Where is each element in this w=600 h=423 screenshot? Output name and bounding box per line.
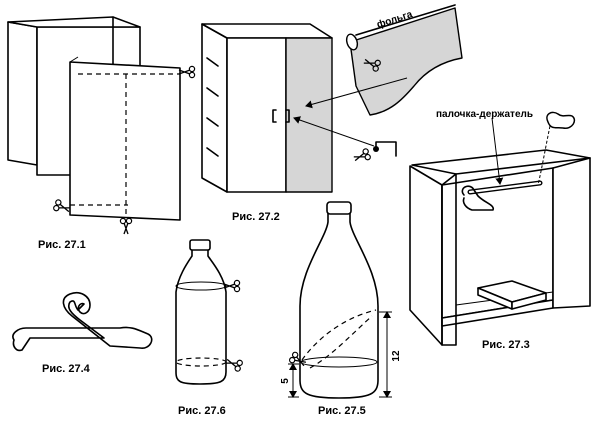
figure-27-3: палочка-держатель Рис. 27.3 (409, 109, 591, 351)
wardrobe-right-door (552, 157, 591, 309)
panel-side-face (201, 23, 228, 193)
figure-27-6: Рис. 27.6 (175, 239, 244, 417)
figure-27-5: 12 5 Рис. 27.5 (280, 201, 402, 417)
box-back-top-face (7, 16, 141, 28)
arrow-to-rod (491, 117, 504, 185)
svg-text:5: 5 (280, 378, 291, 384)
arrow-clip-to-bracket (293, 116, 375, 147)
scissors-icon (351, 147, 372, 165)
bracket-right (285, 109, 290, 123)
wardrobe-left-door (409, 165, 443, 346)
svg-text:12: 12 (391, 350, 402, 362)
stopper-icon (546, 111, 576, 129)
foil-lined-area (285, 37, 333, 193)
caption-27-6: Рис. 27.6 (178, 405, 226, 417)
scissors-icon (223, 355, 244, 373)
side-marks (206, 57, 219, 157)
scissors-icon (178, 65, 196, 79)
rod-label: палочка-держатель (436, 109, 533, 120)
figure-27-4: Рис. 27.4 (12, 291, 153, 375)
scissors-icon (119, 217, 133, 235)
dimension-5: 5 (280, 363, 299, 398)
bottle-small (175, 242, 227, 385)
caption-27-5: Рис. 27.5 (318, 405, 366, 417)
hanger-shape (12, 291, 153, 352)
foil-roll: фольга (345, 4, 463, 116)
box-back-side-face (7, 21, 38, 166)
bracket-left (272, 109, 277, 123)
figure-27-2: фольга Рис. 27.2 (201, 4, 463, 223)
bottle-large (299, 209, 379, 399)
caption-27-1: Рис. 27.1 (38, 239, 86, 251)
caption-27-2: Рис. 27.2 (232, 211, 280, 223)
dimension-12: 12 (379, 311, 402, 398)
figure-27-1: Рис. 27.1 (7, 16, 196, 251)
caption-27-4: Рис. 27.4 (42, 363, 91, 375)
caption-27-3: Рис. 27.3 (482, 339, 530, 351)
panel-front-left (226, 37, 287, 193)
clip-icon (375, 141, 397, 157)
arrow-foil-to-panel (305, 77, 408, 109)
box-front-panel (69, 61, 181, 221)
scissors-icon (52, 198, 73, 216)
hanger-on-rod (461, 185, 495, 211)
